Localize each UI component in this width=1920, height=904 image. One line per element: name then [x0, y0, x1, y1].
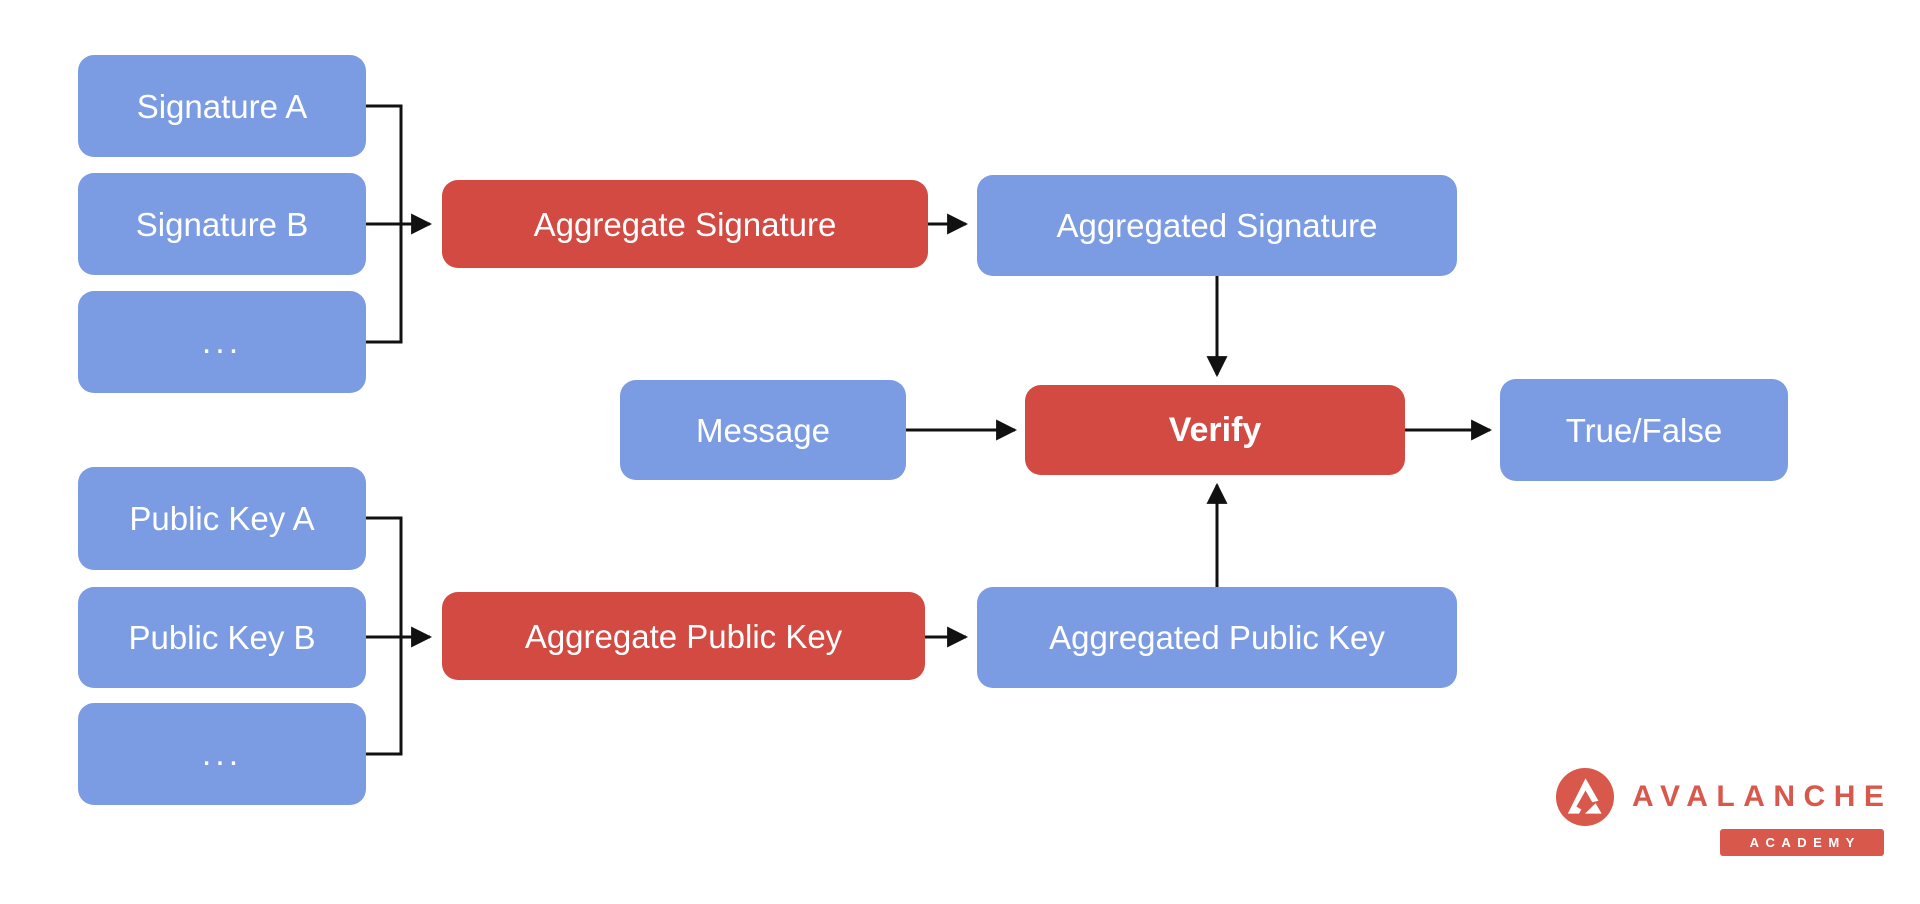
node-true-false: True/False	[1500, 379, 1788, 481]
node-aggregate-public-key: Aggregate Public Key	[442, 592, 925, 680]
node-public-keys-more: ...	[78, 703, 366, 805]
node-signature-b: Signature B	[78, 173, 366, 275]
academy-badge: ACADEMY	[1720, 829, 1884, 856]
node-signatures-more: ...	[78, 291, 366, 393]
node-aggregate-signature: Aggregate Signature	[442, 180, 928, 268]
node-message: Message	[620, 380, 906, 480]
node-public-key-b: Public Key B	[78, 587, 366, 688]
node-public-key-a: Public Key A	[78, 467, 366, 570]
avalanche-academy-logo: AVALANCHE ACADEMY	[1556, 766, 1888, 858]
avalanche-mountain-icon	[1556, 768, 1614, 826]
node-aggregated-public-key: Aggregated Public Key	[977, 587, 1457, 688]
node-verify: Verify	[1025, 385, 1405, 475]
node-aggregated-signature: Aggregated Signature	[977, 175, 1457, 276]
node-signature-a: Signature A	[78, 55, 366, 157]
avalanche-wordmark: AVALANCHE	[1632, 780, 1893, 813]
